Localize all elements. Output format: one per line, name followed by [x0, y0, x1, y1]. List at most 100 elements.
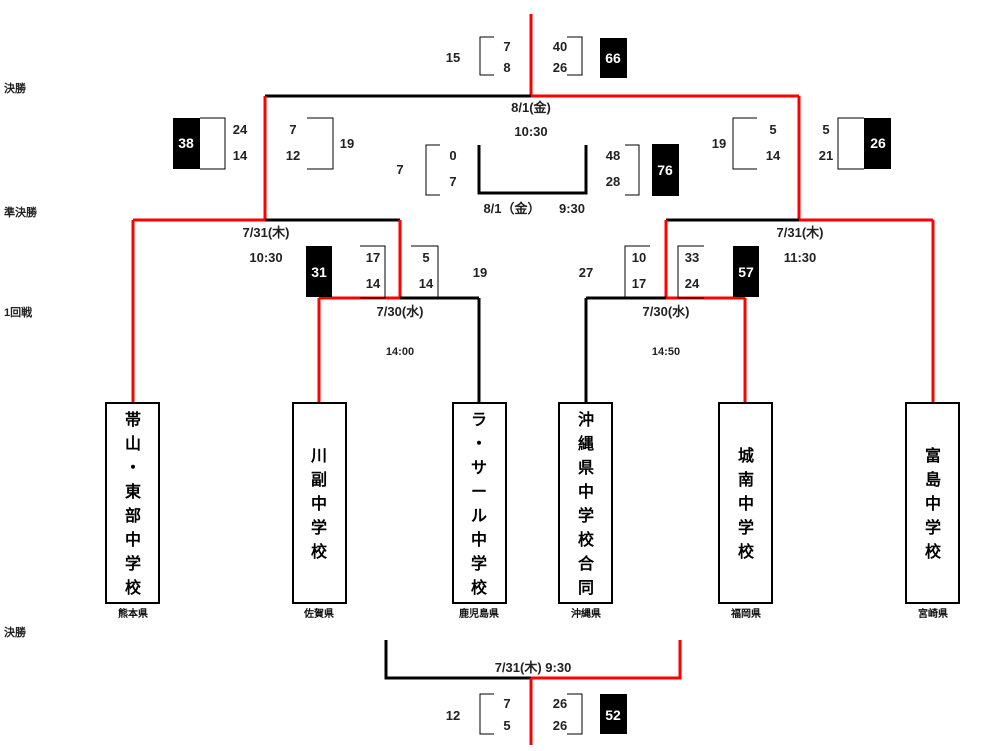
third-left-total: 7 — [396, 162, 403, 177]
match-r1-right: 27 10 17 33 24 57 7/30(水) 14:50 — [579, 250, 754, 358]
team-box-5 — [718, 402, 773, 604]
semi-left-left-score-bracket — [200, 117, 226, 170]
bottom-left-score-bracket — [479, 693, 494, 735]
semi-left-left-total: 38 — [178, 135, 194, 151]
bottom-right-half-1: 26 — [553, 696, 567, 711]
team-box-3 — [452, 402, 507, 604]
third-right-score-bracket — [625, 144, 640, 196]
semi-left-total-box — [173, 118, 200, 169]
r1-right-left-total: 27 — [579, 265, 593, 280]
match-bottom-final: 7/31(木) 9:30 12 7 5 26 26 52 — [446, 660, 621, 733]
final-date: 8/1(金) — [511, 100, 551, 115]
r1-right-date: 7/30(水) — [643, 304, 690, 319]
match-semi-right: 19 5 14 5 21 26 7/31(木) 11:30 — [712, 122, 886, 265]
team-name-2: 川副中学校 — [310, 448, 328, 561]
semi-right-total-box — [864, 118, 891, 169]
semi-left-right-score-bracket — [307, 117, 334, 170]
third-left-score-bracket — [425, 144, 440, 196]
r1-left-right-score-bracket — [411, 245, 439, 299]
bottom-left-total: 12 — [446, 708, 460, 723]
team-boxes — [105, 402, 960, 604]
semi-left-left-half-2: 14 — [233, 148, 248, 163]
final-total-box — [600, 38, 627, 78]
r1-left-date: 7/30(水) — [377, 304, 424, 319]
r1-left-right-total: 19 — [473, 265, 487, 280]
team-pref-3: 鹿児島県 — [459, 607, 499, 620]
final-time: 10:30 — [514, 124, 547, 139]
r1-left-time: 14:00 — [386, 346, 414, 358]
semi-left-left-half-1: 24 — [233, 122, 248, 137]
team-box-1 — [105, 402, 160, 604]
bottom-final-datetime: 7/31(木) 9:30 — [495, 660, 572, 675]
bottom-total-box — [600, 694, 627, 734]
final-left-half-1: 7 — [503, 39, 510, 54]
third-left-half-2: 7 — [449, 174, 456, 189]
round-label-final-top: 決勝 — [4, 81, 27, 95]
bottom-final-left — [384, 640, 531, 680]
r1-left-left-total: 31 — [311, 264, 327, 280]
semi-left-right-half-2: 12 — [286, 148, 300, 163]
team-pref-1: 熊本県 — [118, 607, 148, 620]
round-label-semifinal: 準決勝 — [4, 205, 38, 219]
round-label-final-bottom: 決勝 — [4, 625, 27, 639]
match-third-place: 7 0 7 48 28 76 8/1（金） 9:30 — [396, 148, 673, 216]
team-pref-6: 宮崎県 — [918, 607, 948, 620]
r1-right-left-score-bracket — [624, 245, 650, 299]
r1-right-right-half-2: 24 — [685, 276, 700, 291]
third-right-half-1: 48 — [606, 148, 620, 163]
semi-right-left-score-bracket — [732, 117, 757, 170]
team-pref-5: 福岡県 — [730, 607, 761, 620]
third-date: 8/1（金） — [483, 201, 540, 216]
semi-right-right-total: 26 — [870, 135, 886, 151]
r1-left-right-half-2: 14 — [419, 276, 434, 291]
r1-left-right-half-1: 5 — [422, 250, 429, 265]
r1-left-left-half-2: 14 — [366, 276, 381, 291]
bottom-right-total: 52 — [605, 707, 621, 723]
semi-left-right-total: 19 — [340, 136, 354, 151]
semi-left-date: 7/31(木) — [243, 225, 290, 240]
final-right-half-2: 26 — [553, 60, 567, 75]
bottom-final-right — [531, 640, 682, 680]
bottom-left-half-2: 5 — [503, 718, 510, 733]
semi-right-date: 7/31(木) — [777, 225, 824, 240]
third-time: 9:30 — [559, 201, 585, 216]
team-pref-2: 佐賀県 — [303, 607, 334, 620]
semi-right-left-total: 19 — [712, 136, 726, 151]
semi-left-time: 10:30 — [249, 250, 282, 265]
r1-left-left-score-bracket — [360, 245, 386, 299]
winner-boxes — [173, 38, 891, 734]
third-total-box — [652, 144, 679, 196]
semi-right-time: 11:30 — [784, 250, 817, 265]
semi-right-right-half-2: 21 — [819, 148, 833, 163]
r1-left-total-box — [306, 246, 332, 297]
r1-left-left-half-1: 17 — [366, 250, 380, 265]
team-pref-4: 沖縄県 — [571, 607, 601, 620]
team-name-4: 沖縄県中学校合同 — [578, 410, 595, 597]
r1-right-total-box — [733, 246, 759, 297]
final-right-total: 66 — [605, 50, 621, 66]
third-place-bracket — [477, 145, 588, 195]
bracket-lines — [131, 14, 935, 745]
r1-right-right-score-bracket — [677, 245, 704, 299]
r1-right-left-half-1: 10 — [632, 250, 646, 265]
r1-right-left-half-2: 17 — [632, 276, 646, 291]
bottom-right-score-bracket — [567, 693, 583, 735]
match-final: 15 7 8 40 26 66 8/1(金) 10:30 — [446, 39, 621, 139]
team-name-3: ラ・サール中学校 — [471, 412, 488, 597]
team-name-5: 城南中学校 — [738, 447, 755, 561]
match-r1-left: 31 17 14 5 14 19 7/30(水) 14:00 — [311, 250, 487, 358]
final-right-half-1: 40 — [553, 39, 567, 54]
semi-right-left-half-2: 14 — [766, 148, 781, 163]
bottom-left-half-1: 7 — [503, 696, 510, 711]
semi-left-right-half-1: 7 — [289, 122, 296, 137]
round-label-first-round: 1回戦 — [4, 305, 33, 319]
third-right-total: 76 — [657, 162, 673, 178]
semi-right-left-half-1: 5 — [769, 122, 776, 137]
third-right-half-2: 28 — [606, 174, 620, 189]
r1-right-time: 14:50 — [652, 346, 680, 358]
r1-right-right-half-1: 33 — [685, 250, 699, 265]
team-box-6 — [905, 402, 960, 604]
team-box-4 — [558, 402, 613, 604]
